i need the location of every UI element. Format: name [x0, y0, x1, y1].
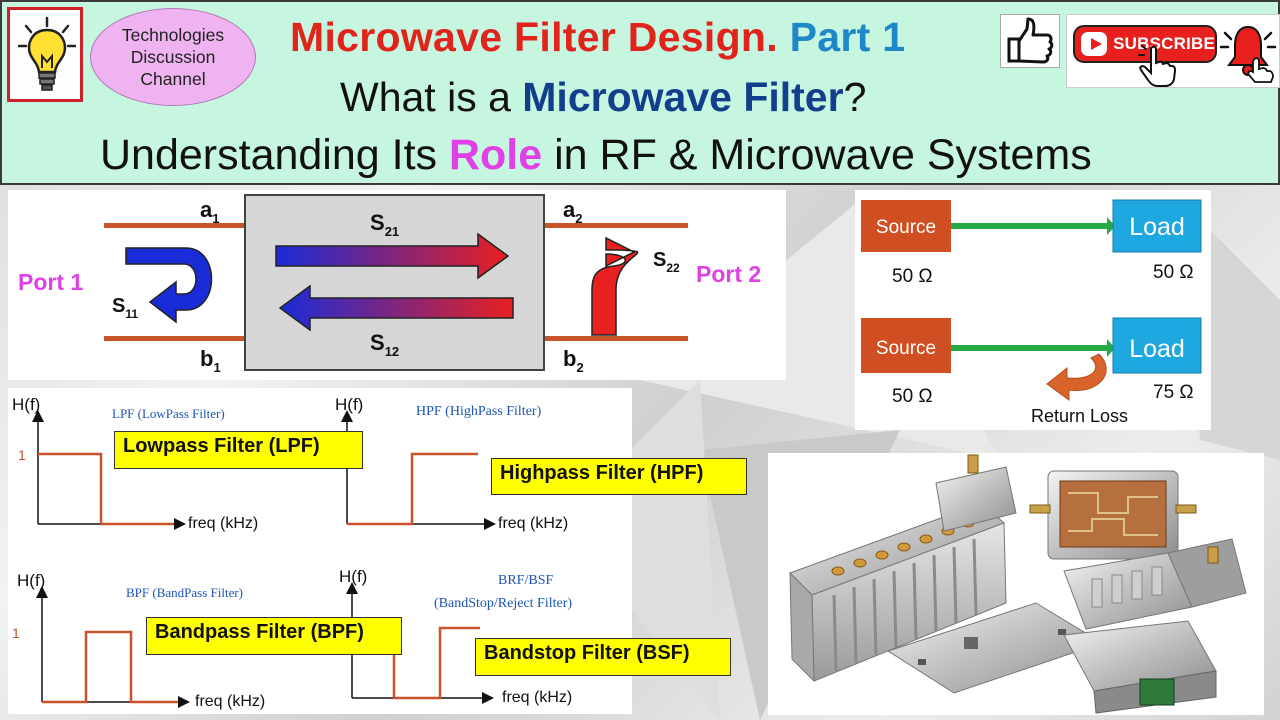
s11-arrow [125, 247, 213, 324]
source-box-top [861, 200, 951, 252]
bsf-small-label-2: (BandStop/Reject Filter) [434, 596, 572, 611]
lightbulb-icon [18, 16, 76, 91]
label-port2: Port 2 [696, 261, 761, 287]
like-button[interactable] [1000, 14, 1060, 68]
channel-name-badge: Technologies Discussion Channel [90, 8, 256, 106]
subtitle-question: What is a Microwave Filter? [340, 74, 866, 121]
arrowhead-top [1107, 217, 1115, 235]
channel-line-2: Discussion [130, 47, 216, 67]
label-a2: a2 [563, 197, 582, 226]
hand-cursor-icon [1138, 45, 1177, 87]
impedance-matching-diagram: Source Load 50 Ω 50 Ω Source Load 50 Ω 7… [855, 190, 1211, 430]
s12-arrow [278, 284, 514, 332]
label-b1: b1 [200, 346, 221, 375]
channel-line-3: Channel [140, 69, 206, 89]
label-a1: a1 [200, 197, 219, 226]
lpf-callout: Lowpass Filter (LPF) [114, 431, 363, 469]
subscribe-play-icon [1081, 32, 1108, 56]
bsf-yaxis-label: H(f) [339, 567, 367, 586]
thumbs-up-icon [1007, 17, 1054, 64]
source-impedance-bottom: 50 Ω [892, 386, 933, 407]
lpf-plot: H(f) 1 freq (kHz) LPF (LowPass Filter) [12, 395, 258, 532]
load-impedance-bottom: 75 Ω [1153, 382, 1194, 403]
role-post: in RF & Microwave Systems [542, 131, 1092, 179]
s22-arrow [591, 236, 639, 336]
hpf-plot: H(f) freq (kHz) HPF (HighPass Filter) [335, 395, 568, 532]
channel-line-1: Technologies [121, 25, 225, 45]
subscribe-label: SUBSCRIBE [1113, 34, 1215, 53]
bpf-small-label: BPF (BandPass Filter) [126, 585, 243, 600]
bpf-plot: H(f) 1 freq (kHz) BPF (BandPass Filter) [12, 571, 265, 710]
hpf-small-label: HPF (HighPass Filter) [416, 404, 542, 419]
load-label-bottom: Load [1129, 335, 1185, 363]
label-port1: Port 1 [18, 269, 83, 295]
subtitle-emphasis: Microwave Filter [522, 74, 844, 120]
label-s22: S22 [653, 249, 680, 275]
line-bottom [951, 345, 1107, 351]
hpf-xaxis-label: freq (kHz) [498, 515, 568, 532]
subtitle-role: Understanding Its Role in RF & Microwave… [100, 131, 1092, 180]
load-impedance-top: 50 Ω [1153, 262, 1194, 283]
lpf-xaxis-label: freq (kHz) [188, 515, 258, 532]
return-loss-label: Return Loss [1031, 406, 1128, 426]
source-impedance-top: 50 Ω [892, 266, 933, 287]
load-box-bottom [1112, 317, 1202, 374]
bsf-small-label-1: BRF/BSF [498, 573, 553, 588]
bsf-xaxis-label: freq (kHz) [502, 689, 572, 706]
source-label-top: Source [876, 217, 936, 238]
return-loss-arrow [1046, 353, 1107, 401]
subscribe-button[interactable]: SUBSCRIBE [1073, 25, 1217, 63]
hpf-callout: Highpass Filter (HPF) [491, 458, 747, 495]
label-b2: b2 [563, 346, 584, 375]
arrowhead-bottom [1107, 339, 1115, 357]
port1-lines [104, 223, 246, 341]
bpf-xaxis-label: freq (kHz) [195, 693, 265, 710]
source-label-bottom: Source [876, 338, 936, 359]
bpf-yaxis-label: H(f) [17, 571, 45, 590]
title-part-number: Part 1 [789, 14, 906, 60]
subscribe-panel: SUBSCRIBE [1066, 14, 1280, 88]
bsf-callout: Bandstop Filter (BSF) [475, 638, 731, 676]
subtitle-post: ? [843, 74, 867, 120]
line-top [951, 223, 1107, 229]
bpf-callout: Bandpass Filter (BPF) [146, 617, 402, 655]
lpf-one-label: 1 [18, 447, 26, 463]
bpf-one-label: 1 [12, 625, 20, 641]
hpf-yaxis-label: H(f) [335, 395, 363, 414]
role-emphasis: Role [448, 131, 543, 179]
network-box [244, 194, 545, 371]
lpf-yaxis-label: H(f) [12, 395, 40, 414]
label-s11: S11 [112, 295, 138, 321]
main-title: Microwave Filter Design. Part 1 [290, 14, 905, 61]
label-s21: S21 [370, 210, 399, 239]
subtitle-pre: What is a [340, 74, 523, 120]
port2-lines [544, 223, 688, 341]
title-red-part: Microwave Filter Design. [290, 14, 778, 60]
channel-logo [7, 7, 83, 102]
source-box-bottom [861, 318, 951, 373]
load-box-top [1112, 199, 1202, 253]
bsf-plot: H(f) freq (kHz) BRF/BSF (BandStop/Reject… [339, 567, 572, 706]
s21-arrow [275, 232, 510, 280]
role-pre: Understanding Its [100, 131, 449, 179]
lpf-small-label: LPF (LowPass Filter) [112, 406, 225, 421]
two-port-network-diagram: a1 b1 a2 b2 S21 S12 S11 S22 Port 1 Port … [8, 190, 786, 380]
bell-icon [1219, 25, 1277, 83]
load-label-top: Load [1129, 213, 1185, 241]
label-s12: S12 [370, 330, 399, 359]
filter-hardware-photo [768, 453, 1264, 715]
header-banner: Technologies Discussion Channel Microwav… [0, 0, 1280, 185]
